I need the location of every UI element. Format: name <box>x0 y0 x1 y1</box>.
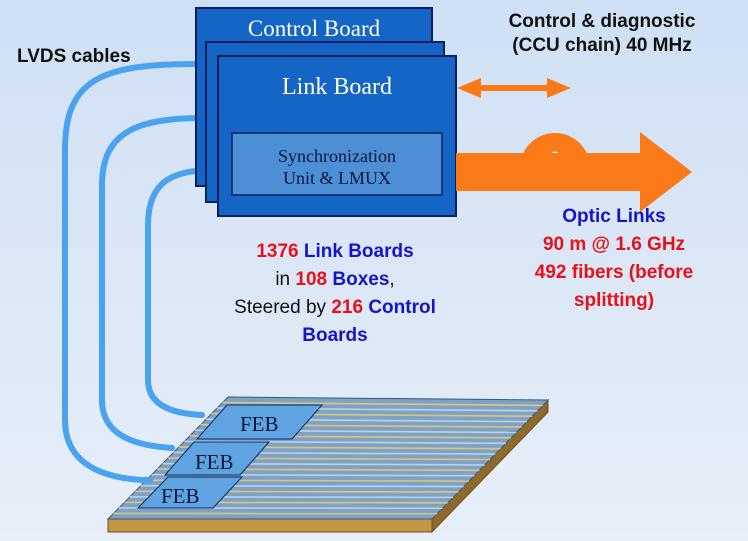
control-board-title: Control Board <box>247 16 381 41</box>
optic-link-arrow <box>456 132 692 212</box>
optic-links-title: Optic Links <box>562 206 666 227</box>
optic-links-line3: splitting) <box>573 290 655 311</box>
optic-links-line2: 492 fibers (before <box>534 262 694 283</box>
feb-boards <box>136 404 324 509</box>
feb-board <box>195 404 324 440</box>
feb-board <box>136 476 244 509</box>
summary-line3: Steered by 216 Control <box>190 294 480 322</box>
boxes-word: Boxes <box>332 269 390 290</box>
feb-label-bottom: FEB <box>161 484 200 508</box>
control-diagnostic-label: Control & diagnostic (CCU chain) 40 MHz <box>472 10 732 58</box>
sync-unit-line2: Unit & LMUX <box>283 168 391 188</box>
comma: , <box>389 269 395 290</box>
chamber-strip <box>222 401 543 407</box>
steered-by-word: Steered by <box>234 297 327 318</box>
summary-line2: in 108 Boxes, <box>190 266 480 294</box>
in-word: in <box>275 269 291 290</box>
sync-unit-line1: Synchronization <box>278 146 396 166</box>
lvds-cable <box>62 61 199 483</box>
control-board-count: 216 <box>331 297 364 318</box>
sync-unit-box <box>231 132 443 196</box>
control-word: Control <box>368 297 436 318</box>
link-board-count: 1376 <box>256 241 299 262</box>
control-diagnostic-line2: (CCU chain) 40 MHz <box>512 35 692 56</box>
summary-text: 1376 Link Boards in 108 Boxes, Steered b… <box>190 238 480 350</box>
board-stack <box>195 7 457 217</box>
link-boards-word: Link Boards <box>303 241 414 262</box>
sync-unit-title: Synchronization Unit & LMUX <box>232 145 442 189</box>
feb-label-middle: FEB <box>195 450 234 474</box>
boards-word: Boards <box>302 325 368 346</box>
link-board-title: Link Board <box>282 74 392 100</box>
feb-label-top: FEB <box>240 412 279 436</box>
double-arrow-shape <box>457 78 571 98</box>
lvds-cables <box>62 61 216 483</box>
control-diagnostic-line1: Control & diagnostic <box>508 11 696 32</box>
feb-board <box>163 441 271 476</box>
summary-line4: Boards <box>190 322 480 350</box>
lvds-cables-label: LVDS cables <box>17 46 131 67</box>
optic-links-block: Optic Links 90 m @ 1.6 GHz 492 fibers (b… <box>483 203 745 315</box>
optic-links-line1: 90 m @ 1.6 GHz <box>542 234 686 255</box>
lvds-cable <box>99 115 208 451</box>
control-double-arrow <box>457 78 571 98</box>
summary-line1: 1376 Link Boards <box>190 238 480 266</box>
box-count: 108 <box>295 269 328 290</box>
chamber-front-edge <box>107 518 433 533</box>
optic-arrow-shape <box>456 132 692 212</box>
lvds-cable <box>145 167 216 418</box>
